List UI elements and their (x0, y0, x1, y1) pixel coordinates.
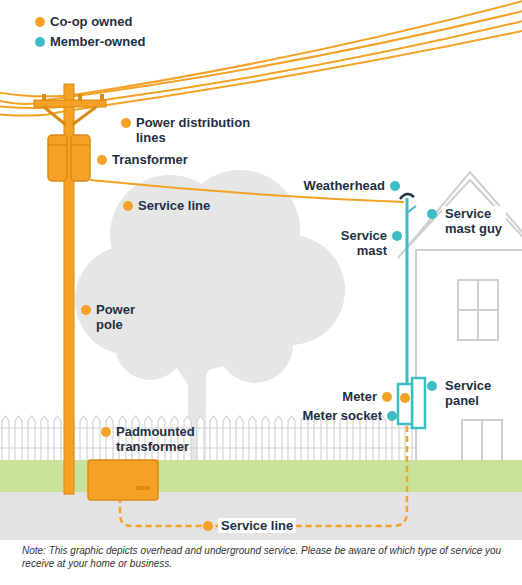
part-label: Service mast guy (442, 206, 506, 236)
ownership-dot (97, 155, 107, 165)
ownership-dot (123, 201, 133, 211)
callout: Power distribution lines (121, 115, 256, 145)
grass (0, 460, 522, 492)
part-label: Power distribution lines (136, 115, 256, 145)
legend-item: Co-op owned (35, 14, 132, 29)
callout: Meter socket (303, 408, 397, 423)
legend-text: Co-op owned (50, 14, 132, 29)
power-lines (0, 0, 522, 116)
ownership-dot (427, 381, 437, 391)
part-label: Service panel (442, 378, 506, 408)
legend-swatch (35, 37, 45, 47)
transformer (48, 135, 90, 181)
callout: Padmounted transformer (101, 424, 208, 454)
note-text: Note: This graphic depicts overhead and … (22, 545, 501, 569)
ownership-dot (203, 521, 213, 531)
ownership-dot (390, 181, 400, 191)
meter-assembly (398, 378, 425, 428)
part-label: Meter socket (303, 408, 382, 423)
part-label: Meter (342, 389, 377, 404)
ownership-dot (392, 231, 402, 241)
note-block: Note: This graphic depicts overhead and … (22, 544, 502, 570)
house (398, 172, 522, 462)
callout: Service mast guy (427, 206, 506, 236)
ownership-dot (427, 209, 437, 219)
callout: Weatherhead (304, 178, 400, 193)
callout: Service mast (329, 228, 402, 258)
part-label: Weatherhead (304, 178, 385, 193)
padmounted-transformer (88, 460, 158, 500)
part-label: Service line (218, 518, 296, 533)
legend-text: Member-owned (50, 34, 145, 49)
ownership-dot (101, 427, 111, 437)
legend-swatch (35, 17, 45, 27)
power-pole (34, 84, 106, 494)
ground (0, 490, 522, 540)
part-label: Transformer (112, 152, 188, 167)
callout: Transformer (97, 152, 188, 167)
ownership-dot (387, 411, 397, 421)
service-mast (400, 194, 416, 384)
ownership-dot (382, 392, 392, 402)
ownership-dot (81, 305, 91, 315)
callout: Power pole (81, 302, 146, 332)
callout: Service line (203, 518, 296, 533)
ownership-dot (121, 118, 131, 128)
part-label: Power pole (96, 302, 146, 332)
callout: Meter (342, 389, 392, 404)
callout: Service line (123, 198, 210, 213)
callout: Service panel (427, 378, 506, 408)
part-label: Service mast (329, 228, 387, 258)
part-label: Padmounted transformer (116, 424, 208, 454)
legend-item: Member-owned (35, 34, 145, 49)
part-label: Service line (138, 198, 210, 213)
fence-rail (0, 428, 416, 448)
